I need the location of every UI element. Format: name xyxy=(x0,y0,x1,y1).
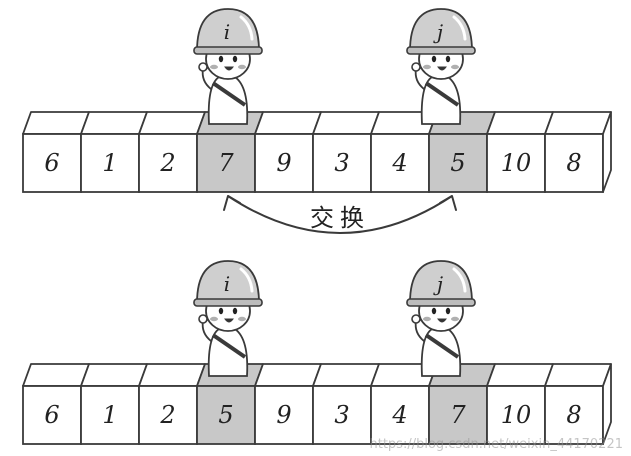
cell-value: 7 xyxy=(450,401,466,429)
array-cell: 3 xyxy=(312,363,380,445)
array-cell: 1 xyxy=(80,111,148,193)
array-cell: 10 xyxy=(486,111,554,193)
array-cell: 6 xyxy=(22,363,90,445)
array-row-before-swap: 6 1 2 7 9 3 4 5 10 8 xyxy=(22,111,612,193)
pointer-j-label: j xyxy=(433,272,443,296)
array-cell: 6 xyxy=(22,111,90,193)
cell-value: 8 xyxy=(566,149,581,177)
cell-value: 10 xyxy=(501,401,532,429)
cell-value: 7 xyxy=(218,149,234,177)
cell-value: 2 xyxy=(159,149,175,177)
pointer-i-character: i xyxy=(193,8,263,125)
cell-value: 4 xyxy=(391,401,407,429)
pointer-i-label: i xyxy=(224,20,230,44)
cell-value: 4 xyxy=(391,149,407,177)
array-cell: 2 xyxy=(138,111,206,193)
cell-value: 5 xyxy=(450,149,465,177)
cell-value: 2 xyxy=(159,401,175,429)
watermark: https://blog.csdn.net/weixin_44170221 xyxy=(369,437,623,452)
pointer-j-character: j xyxy=(406,8,476,125)
array-cell: 2 xyxy=(138,363,206,445)
array-row-after-swap: 6 1 2 5 9 3 4 7 10 8 xyxy=(22,363,612,445)
cell-value: 3 xyxy=(334,401,349,429)
pointer-j-character: j xyxy=(406,260,476,377)
array-cell: 8 xyxy=(544,111,612,193)
pointer-j-label: j xyxy=(433,20,443,44)
array-cell: 8 xyxy=(544,363,612,445)
array-cell: 4 xyxy=(370,363,438,445)
swap-label: 交换 xyxy=(310,204,370,232)
cell-value: 3 xyxy=(334,149,349,177)
array-cell: 1 xyxy=(80,363,148,445)
array-cell: 9 xyxy=(254,111,322,193)
pointer-i-character: i xyxy=(193,260,263,377)
swap-arrow xyxy=(223,195,457,234)
array-cell: 9 xyxy=(254,363,322,445)
array-cell: 3 xyxy=(312,111,380,193)
cell-value: 9 xyxy=(276,149,291,177)
array-cell: 10 xyxy=(486,363,554,445)
array-cell: 5 xyxy=(196,363,264,445)
cell-value: 5 xyxy=(218,401,233,429)
array-cell: 4 xyxy=(370,111,438,193)
cell-value: 6 xyxy=(44,401,59,429)
cell-value: 8 xyxy=(566,401,581,429)
cell-value: 1 xyxy=(102,149,117,177)
pointer-i-label: i xyxy=(224,272,230,296)
cell-value: 10 xyxy=(501,149,532,177)
cell-value: 6 xyxy=(44,149,59,177)
cell-value: 9 xyxy=(276,401,291,429)
cell-value: 1 xyxy=(102,401,117,429)
